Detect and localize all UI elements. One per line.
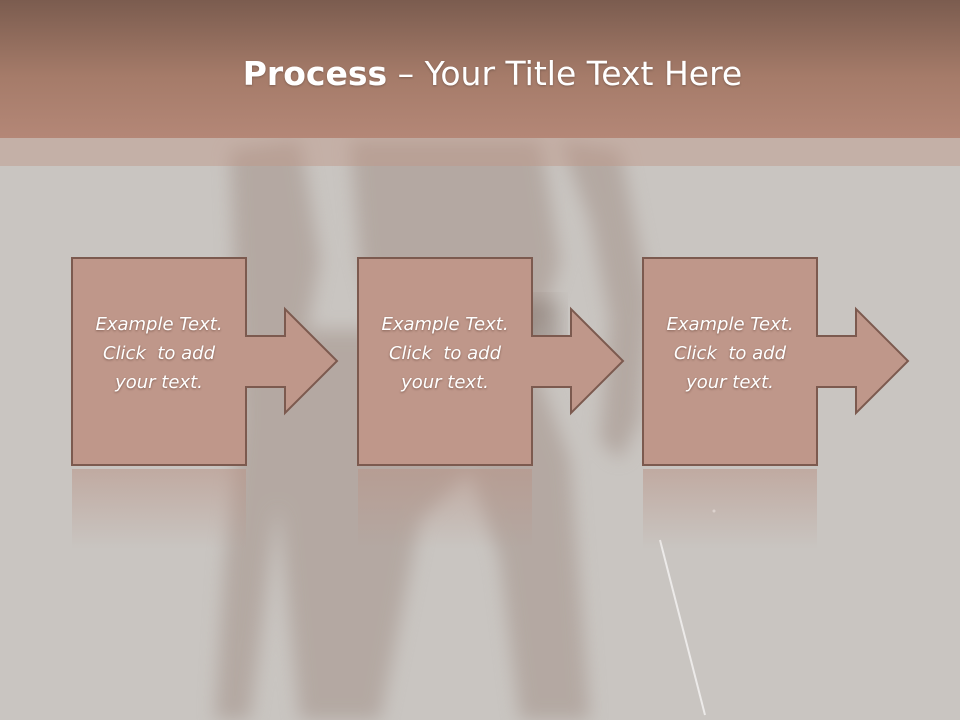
- step-text-line: Click to add: [388, 343, 501, 364]
- step-reflection: [72, 469, 246, 549]
- step-text-line: Click to add: [673, 343, 786, 364]
- step-text-line: Click to add: [102, 343, 215, 364]
- process-step-1[interactable]: Example Text. Click to add your text.: [71, 257, 339, 549]
- title-bold: Process: [242, 54, 388, 93]
- process-step-3[interactable]: Example Text. Click to add your text.: [642, 257, 910, 549]
- step-text[interactable]: Example Text. Click to add your text.: [642, 310, 818, 397]
- step-text-line: Example Text.: [666, 314, 794, 335]
- title-rest: – Your Title Text Here: [387, 54, 743, 93]
- step-text-line: your text.: [401, 372, 489, 393]
- title-band: [0, 138, 960, 166]
- step-text[interactable]: Example Text. Click to add your text.: [357, 310, 533, 397]
- title-bar: [0, 0, 960, 138]
- process-step-2[interactable]: Example Text. Click to add your text.: [357, 257, 625, 549]
- step-arrow-shape: [642, 257, 910, 466]
- step-text[interactable]: Example Text. Click to add your text.: [71, 310, 247, 397]
- step-text-line: your text.: [686, 372, 774, 393]
- step-text-line: Example Text.: [95, 314, 223, 335]
- step-arrow-shape: [357, 257, 625, 466]
- slide-title[interactable]: Process – Your Title Text Here: [0, 52, 960, 96]
- step-text-line: Example Text.: [381, 314, 509, 335]
- step-text-line: your text.: [115, 372, 203, 393]
- step-reflection: [358, 469, 532, 549]
- step-arrow-shape: [71, 257, 339, 466]
- step-reflection: [643, 469, 817, 549]
